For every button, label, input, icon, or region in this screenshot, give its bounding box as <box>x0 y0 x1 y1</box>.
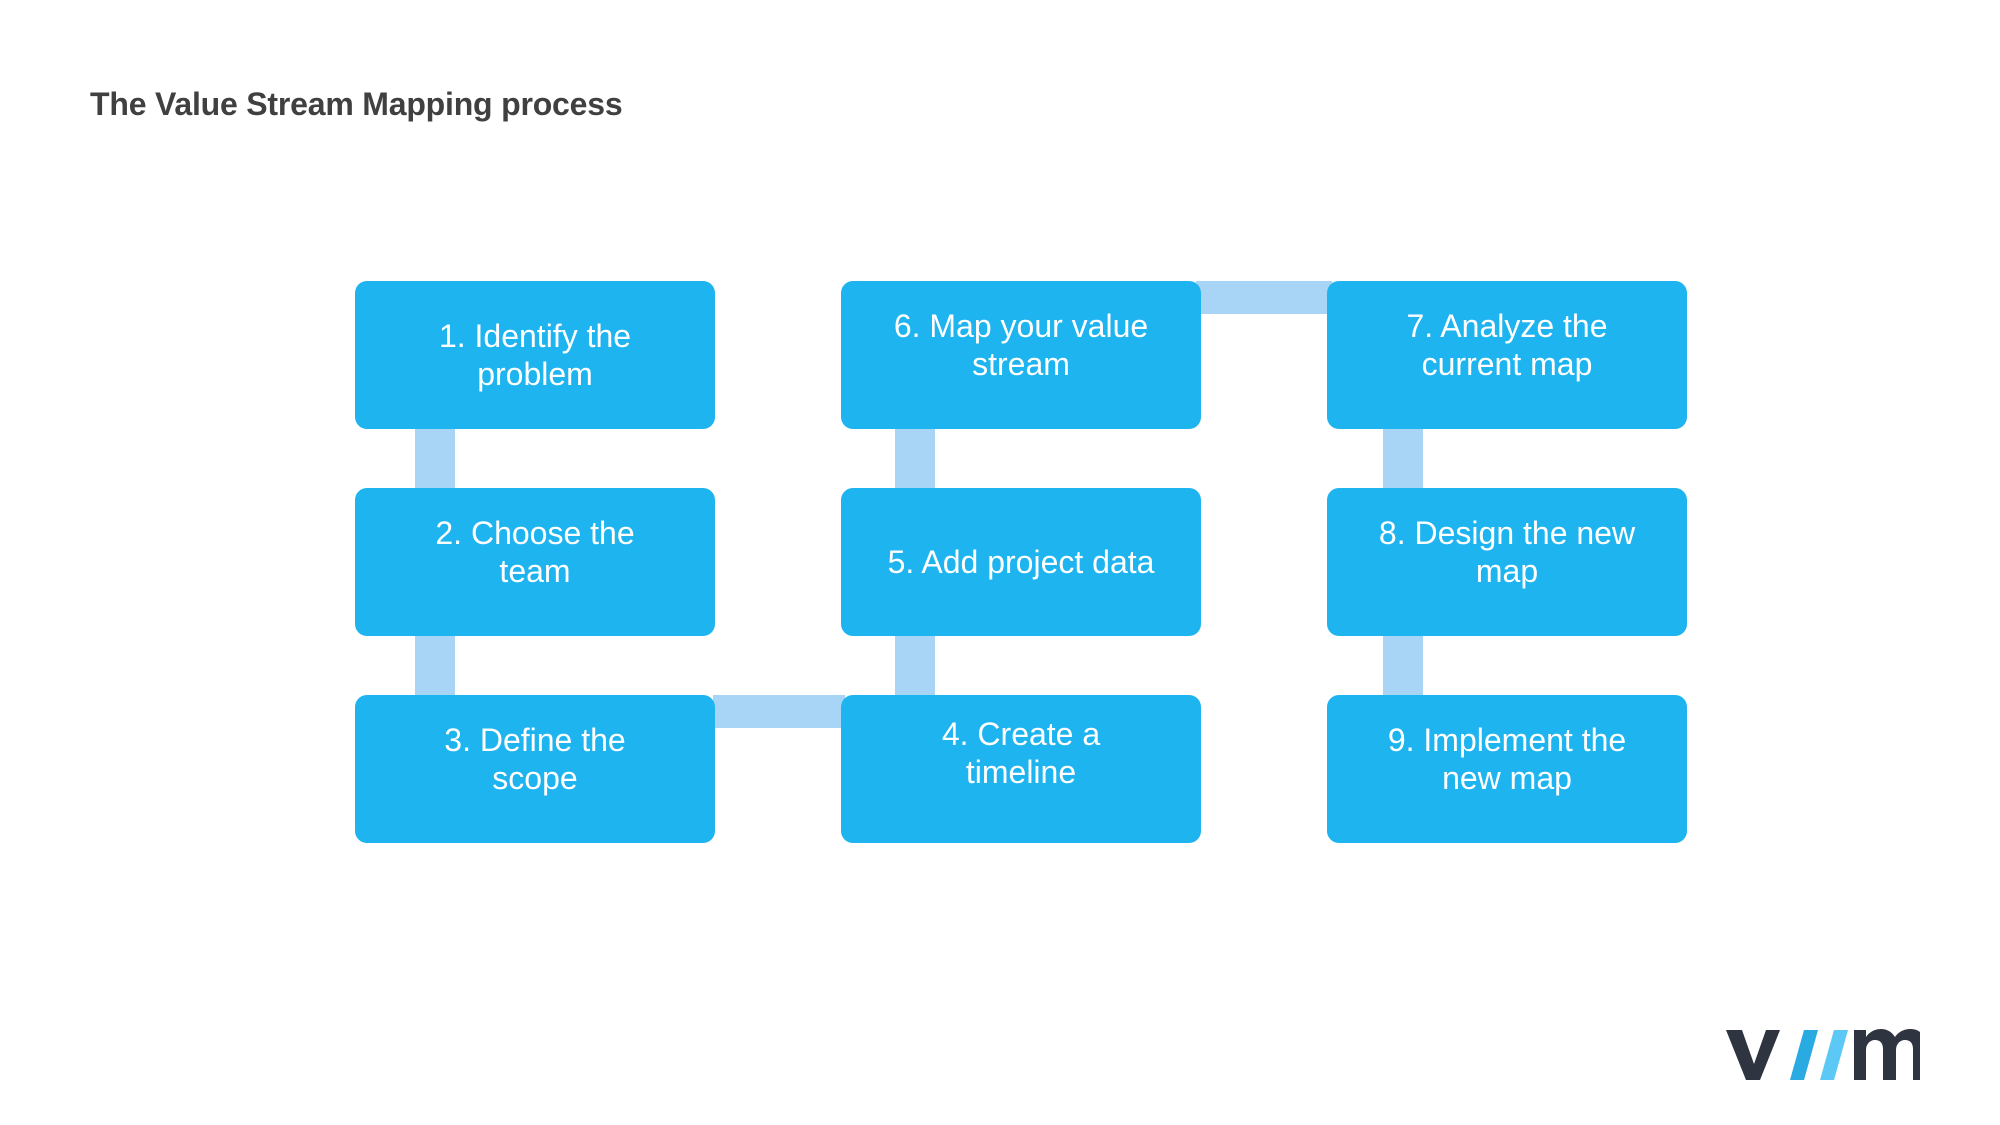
process-step-4-label: 4. Create a timeline <box>941 716 1101 791</box>
connector-step4-step5 <box>895 635 935 696</box>
viima-logo <box>1726 1029 1920 1080</box>
connector-step3-step4 <box>713 695 845 728</box>
connector-step2-step3 <box>415 635 455 696</box>
page-title: The Value Stream Mapping process <box>90 86 623 122</box>
process-step-8[interactable]: 8. Design the new map <box>1327 488 1687 636</box>
process-step-7[interactable]: 7. Analyze the current map <box>1327 281 1687 429</box>
process-step-5[interactable]: 5. Add project data <box>841 488 1201 636</box>
process-step-2-label: 2. Choose the team <box>435 515 635 590</box>
connector-step6-step7 <box>1196 281 1332 314</box>
process-step-2[interactable]: 2. Choose the team <box>355 488 715 636</box>
process-step-4[interactable]: 4. Create a timeline <box>841 695 1201 843</box>
viima-logo-letter-m <box>1854 1029 1920 1080</box>
process-step-6[interactable]: 6. Map your value stream <box>841 281 1201 429</box>
connector-step5-step6 <box>895 428 935 489</box>
viima-logo-letter-v <box>1726 1030 1780 1080</box>
process-step-1[interactable]: 1. Identify the problem <box>355 281 715 429</box>
connector-step1-step2 <box>415 428 455 489</box>
process-step-5-label: 5. Add project data <box>887 543 1155 580</box>
connector-step7-step8 <box>1383 428 1423 489</box>
process-step-3-label: 3. Define the scope <box>444 722 626 797</box>
viima-logo-slash-1-icon <box>1790 1030 1818 1080</box>
connector-step8-step9 <box>1383 635 1423 696</box>
process-step-3[interactable]: 3. Define the scope <box>355 695 715 843</box>
process-step-9[interactable]: 9. Implement the new map <box>1327 695 1687 843</box>
process-step-1-label: 1. Identify the problem <box>438 317 632 392</box>
process-step-7-label: 7. Analyze the current map <box>1406 308 1608 383</box>
viima-logo-slash-2-icon <box>1820 1030 1848 1080</box>
process-step-9-label: 9. Implement the new map <box>1387 722 1627 797</box>
process-step-6-label: 6. Map your value stream <box>893 308 1149 383</box>
process-step-8-label: 8. Design the new map <box>1378 515 1636 590</box>
